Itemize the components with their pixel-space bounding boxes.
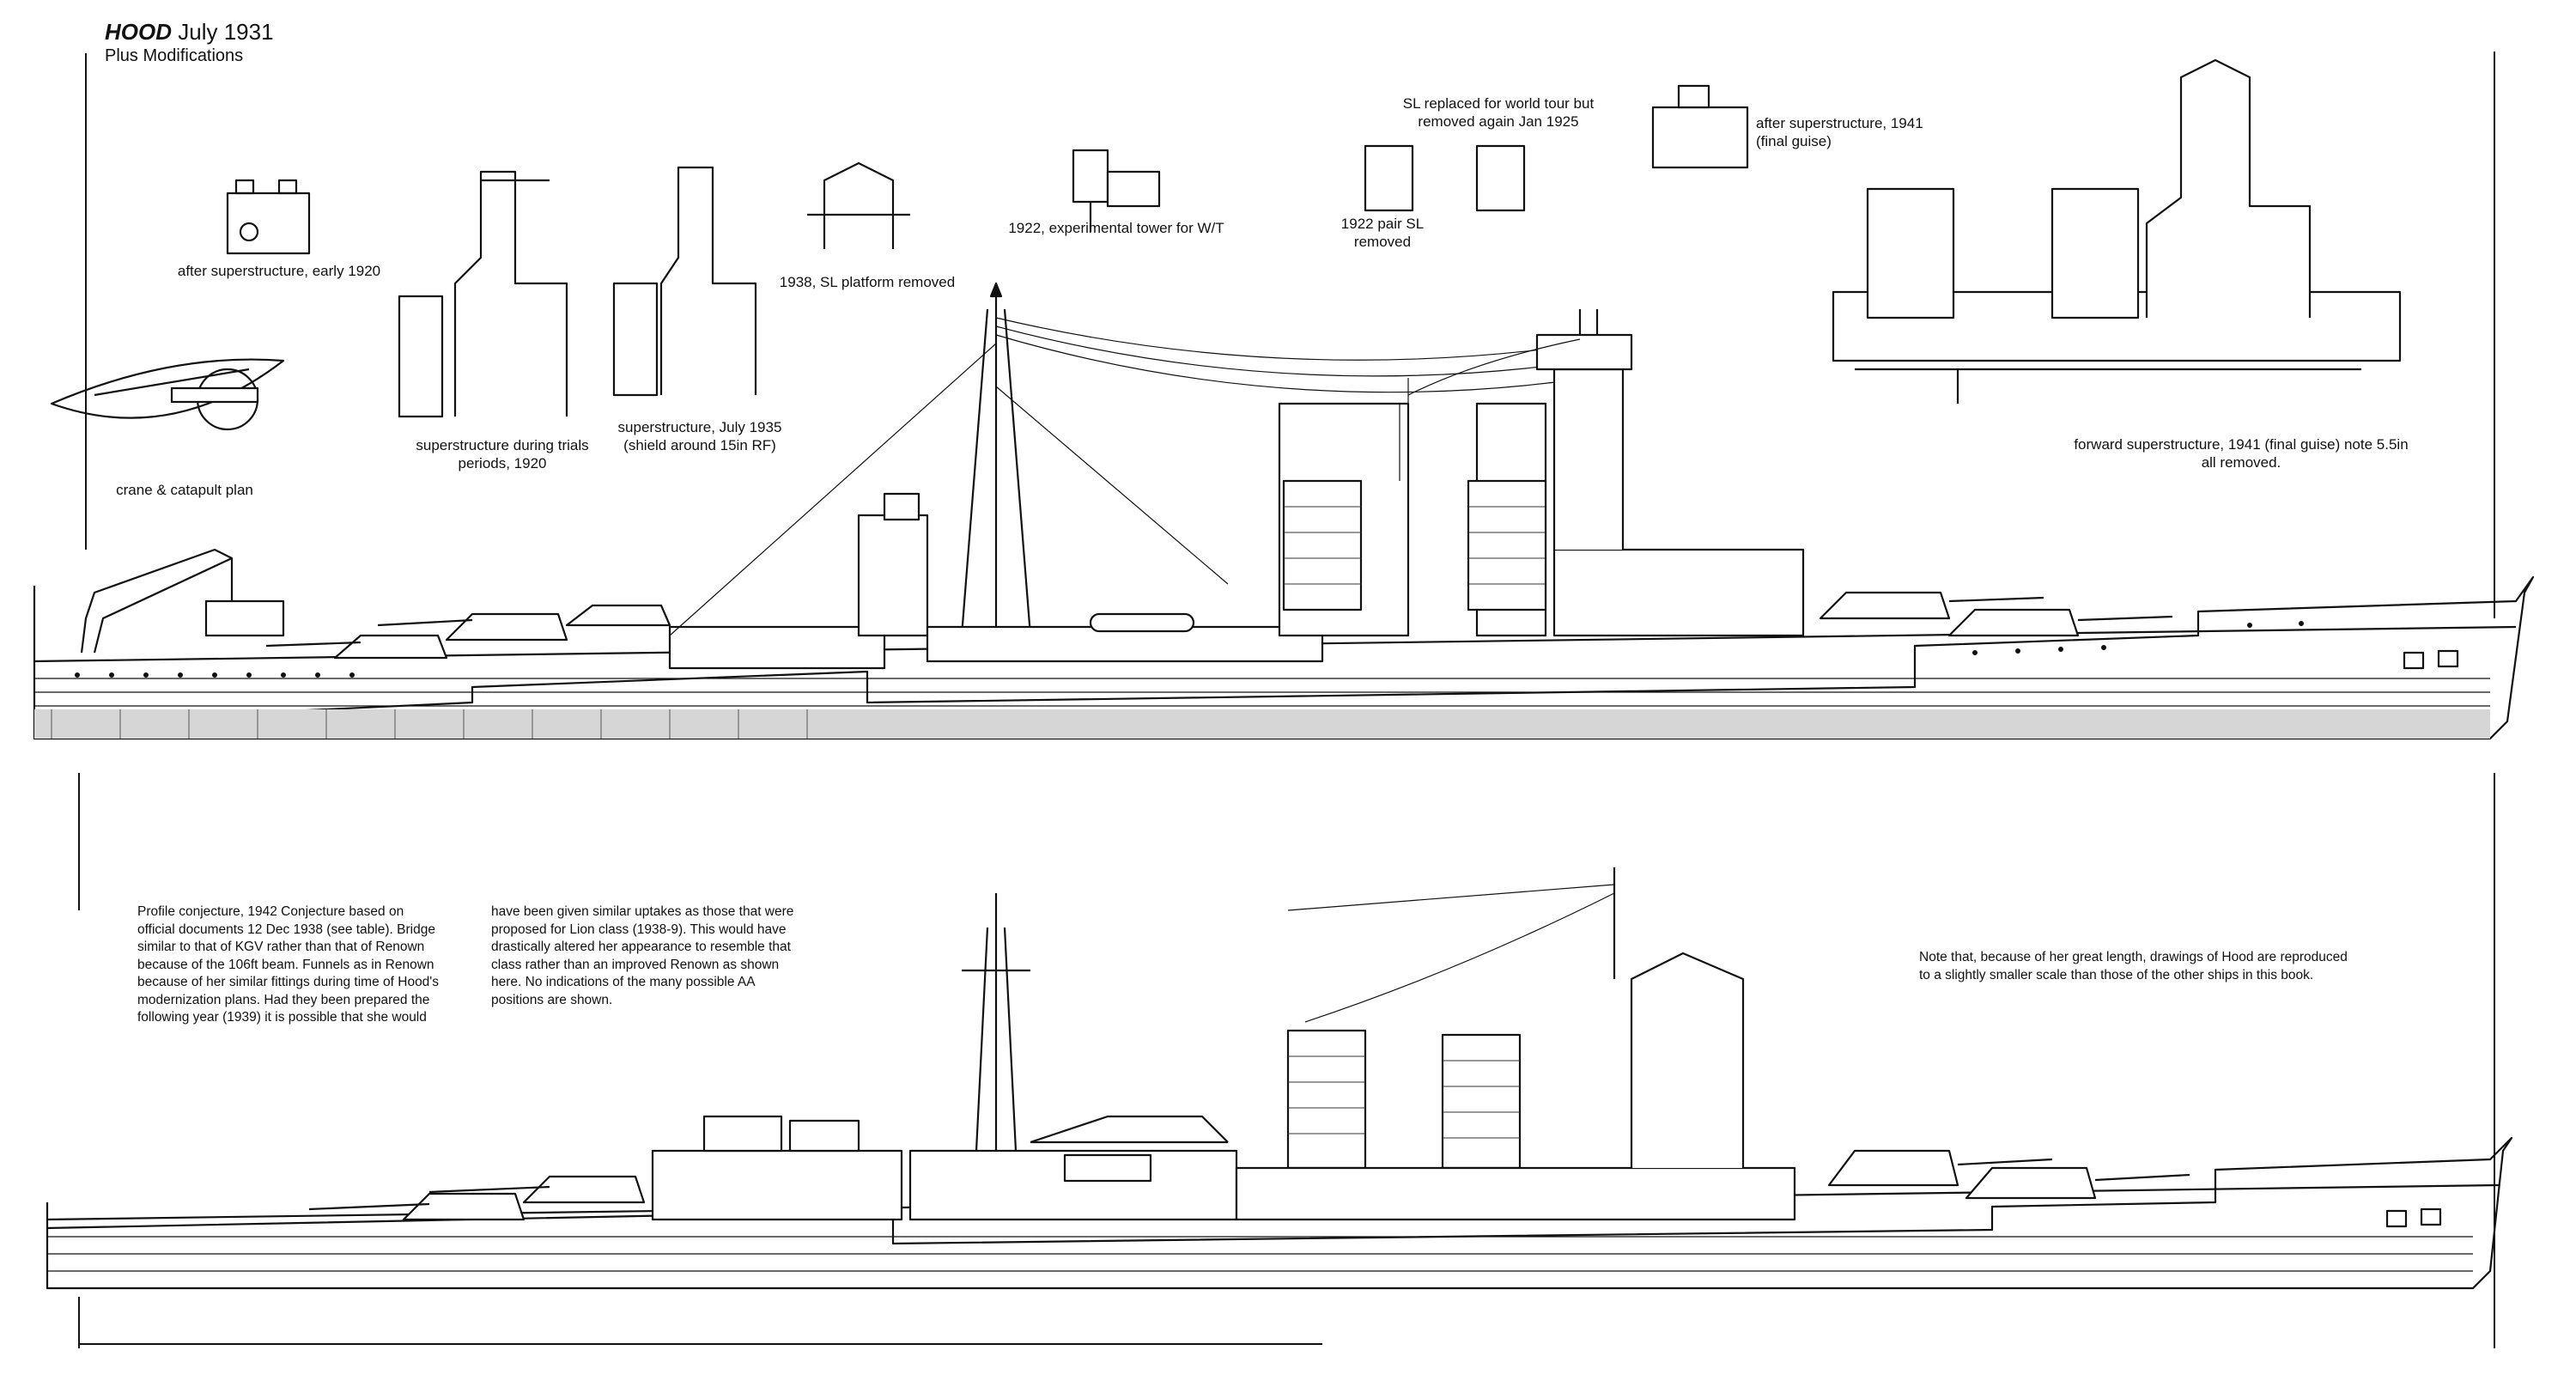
- note-line: class rather than an improved Renown as …: [491, 957, 780, 972]
- aft-superstructure-1942: [651, 1115, 903, 1221]
- note-line: following year (1939) it is possible tha…: [137, 1010, 427, 1025]
- detail-sl-removed-1938: [807, 161, 910, 249]
- caption-after-super-1920: after superstructure, early 1920: [177, 263, 381, 279]
- note-conjecture-col2: have been given similar uptakes as those…: [491, 903, 835, 1009]
- caption-after-super-1941: after superstructure, 1941 (final guise): [1756, 114, 1979, 150]
- detail-after-super-1920: [226, 179, 311, 255]
- caption-forward-super-1941-l2: all removed.: [2201, 454, 2281, 471]
- note-line: modernization plans. Had they been prepa…: [137, 992, 430, 1007]
- detail-crane-catapult: [50, 358, 285, 431]
- profile-1931: [33, 282, 2535, 740]
- note-line: positions are shown.: [491, 992, 613, 1007]
- caption-pair-sl-1922-l2: removed: [1353, 234, 1412, 250]
- title-subtitle: Plus Modifications: [105, 46, 244, 65]
- caption-trials-1920-l1: superstructure during trials: [416, 437, 589, 453]
- caption-sl-world-tour: SL replaced for world tour but removed a…: [1387, 94, 1610, 131]
- frame-marks: [78, 52, 2495, 1348]
- caption-sl-world-tour-l1: SL replaced for world tour but: [1402, 95, 1595, 112]
- caption-sl-world-tour-l2: removed again Jan 1925: [1418, 113, 1579, 130]
- caption-pair-sl-1922-l1: 1922 pair SL: [1340, 216, 1425, 232]
- caption-forward-super-1941: forward superstructure, 1941 (final guis…: [2035, 435, 2447, 471]
- note-conjecture-col1: Profile conjecture, 1942 Conjecture base…: [137, 903, 481, 1027]
- aft-superstructure-1931: [668, 492, 929, 670]
- forward-turrets-1931: [1819, 591, 2173, 637]
- note-line: to a slightly smaller scale than those o…: [1919, 967, 2314, 982]
- note-line: drastically altered her appearance to re…: [491, 940, 791, 954]
- note-line: because of the 106ft beam. Funnels as in…: [137, 957, 434, 972]
- caption-trials-1920: superstructure during trials periods, 19…: [391, 436, 614, 472]
- note-line: Profile conjecture, 1942 Conjecture base…: [137, 904, 404, 919]
- detail-july-1935: [612, 166, 757, 397]
- aft-turrets-1942: [308, 1175, 646, 1221]
- note-line: here. No indications of the many possibl…: [491, 975, 756, 989]
- aft-crane: [80, 548, 285, 654]
- detail-forward-super-1941: [1832, 58, 2402, 404]
- detail-sl-world-tour: [1364, 144, 1526, 212]
- detail-after-super-1941: [1651, 84, 1749, 169]
- anchors-1942: [2385, 1207, 2442, 1228]
- ship-name: HOOD: [105, 19, 172, 45]
- caption-pair-sl-1922: 1922 pair SL removed: [1327, 215, 1438, 251]
- bridge-1931: [1407, 309, 1805, 637]
- forward-turrets-1942: [1827, 1149, 2190, 1200]
- caption-july-1935-l2: (shield around 15in RF): [623, 437, 776, 453]
- caption-july-1935-l1: superstructure, July 1935: [617, 419, 782, 435]
- note-line: have been given similar uptakes as those…: [491, 904, 794, 919]
- bridge-1942: [1235, 867, 1796, 1221]
- anchors-1931: [2403, 649, 2459, 670]
- mainmast-1942: [962, 893, 1030, 1186]
- detail-experimental-tower: [1072, 149, 1161, 232]
- caption-after-super-1941-l2: (final guise): [1756, 133, 1832, 149]
- note-line: because of her similar fittings during t…: [137, 975, 440, 989]
- note-line: similar to that of KGV rather than that …: [137, 940, 425, 954]
- aft-turrets-1931: [265, 604, 671, 660]
- ship-date: July 1931: [178, 19, 274, 45]
- note-line: proposed for Lion class (1938-9). This w…: [491, 922, 787, 937]
- caption-after-super-1941-l1: after superstructure, 1941: [1756, 115, 1923, 131]
- caption-trials-1920-l2: periods, 1920: [458, 455, 547, 471]
- hull-1942: [46, 1136, 2513, 1290]
- midships-1931: [926, 378, 1547, 663]
- ship-title: HOOD July 1931: [105, 19, 274, 45]
- note-scale: Note that, because of her great length, …: [1919, 949, 2451, 984]
- funnels-1931: [1282, 479, 1547, 611]
- note-line: official documents 12 Dec 1938 (see tabl…: [137, 922, 435, 937]
- profile-1942: [46, 867, 2513, 1290]
- caption-sl-removed-1938: 1938, SL platform removed: [779, 274, 956, 290]
- detail-trials-1920: [398, 170, 568, 418]
- caption-crane-catapult: crane & catapult plan: [116, 482, 253, 498]
- caption-july-1935: superstructure, July 1935 (shield around…: [597, 418, 803, 454]
- caption-forward-super-1941-l1: forward superstructure, 1941 (final guis…: [2074, 436, 2409, 453]
- caption-experimental-tower: 1922, experimental tower for W/T: [1008, 220, 1224, 236]
- mainmast-1931: [669, 282, 1589, 636]
- note-line: Note that, because of her great length, …: [1919, 950, 2348, 964]
- hangar-crane-1942: [908, 1115, 1238, 1221]
- portholes-1931: [75, 621, 2304, 678]
- funnels-1942: [1286, 1029, 1522, 1170]
- title-block: HOOD July 1931 Plus Modifications: [105, 19, 274, 67]
- hull-1931: [33, 575, 2535, 740]
